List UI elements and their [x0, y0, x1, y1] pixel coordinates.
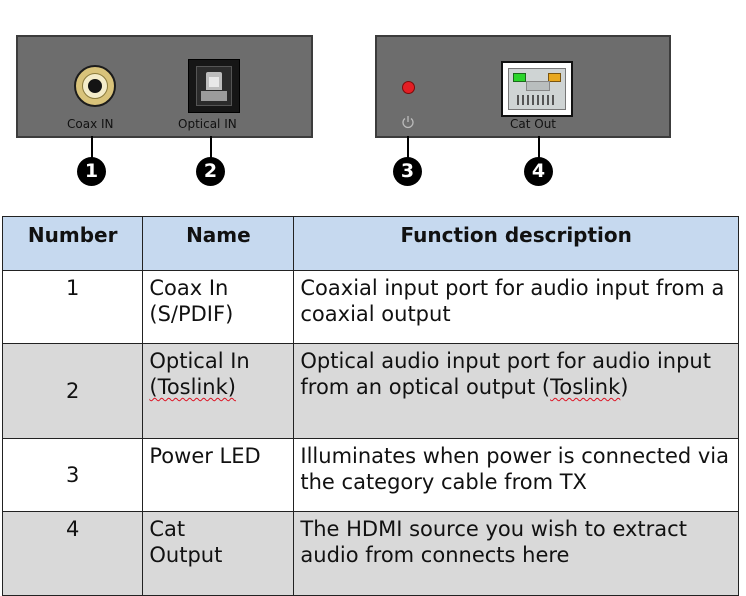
- row-name: Optical In(Toslink): [142, 343, 295, 439]
- row-number: 4: [1, 511, 144, 596]
- table-row: 2 Optical In(Toslink) Optical audio inpu…: [1, 343, 739, 439]
- receiver-panel-inputs: Coax IN Optical IN: [16, 35, 313, 138]
- row-number: 1: [1, 270, 144, 344]
- cat-out-label: Cat Out: [510, 117, 557, 131]
- callout-badge-1: 1: [77, 157, 106, 186]
- coax-connector-icon: [74, 65, 116, 107]
- optical-in-label: Optical IN: [178, 117, 237, 131]
- link-led-icon: [513, 73, 526, 82]
- header-number: Number: [1, 216, 144, 271]
- function-table: Number Name Function description 1 Coax …: [1, 216, 739, 596]
- callout-line-1: [91, 136, 93, 160]
- row-description: The HDMI source you wish to extract audi…: [293, 511, 739, 596]
- power-led-icon: [402, 81, 415, 94]
- row-name: Coax In(S/PDIF): [142, 270, 295, 344]
- row-number: 2: [1, 343, 144, 439]
- callout-line-3: [407, 136, 409, 160]
- header-function-description: Function description: [293, 216, 739, 271]
- callout-line-4: [538, 136, 540, 160]
- power-icon: [402, 116, 414, 129]
- optical-connector-icon: [188, 59, 240, 113]
- callout-badge-4: 4: [524, 157, 553, 186]
- table-row: 1 Coax In(S/PDIF) Coaxial input port for…: [1, 270, 739, 344]
- row-description: Optical audio input port for audio input…: [293, 343, 739, 439]
- row-number: 3: [1, 438, 144, 512]
- callout-line-2: [210, 136, 212, 160]
- callout-badge-3: 3: [393, 157, 422, 186]
- coax-in-label: Coax IN: [67, 117, 114, 131]
- activity-led-icon: [548, 73, 561, 82]
- table-header-row: Number Name Function description: [1, 216, 739, 271]
- row-name: Power LED: [142, 438, 295, 512]
- receiver-panel-output: Cat Out: [375, 35, 671, 138]
- row-description: Illuminates when power is connected via …: [293, 438, 739, 512]
- table-row: 3 Power LED Illuminates when power is co…: [1, 438, 739, 512]
- row-description: Coaxial input port for audio input from …: [293, 270, 739, 344]
- callout-badge-2: 2: [196, 157, 225, 186]
- header-name: Name: [142, 216, 295, 271]
- rj45-connector-icon: [501, 61, 573, 117]
